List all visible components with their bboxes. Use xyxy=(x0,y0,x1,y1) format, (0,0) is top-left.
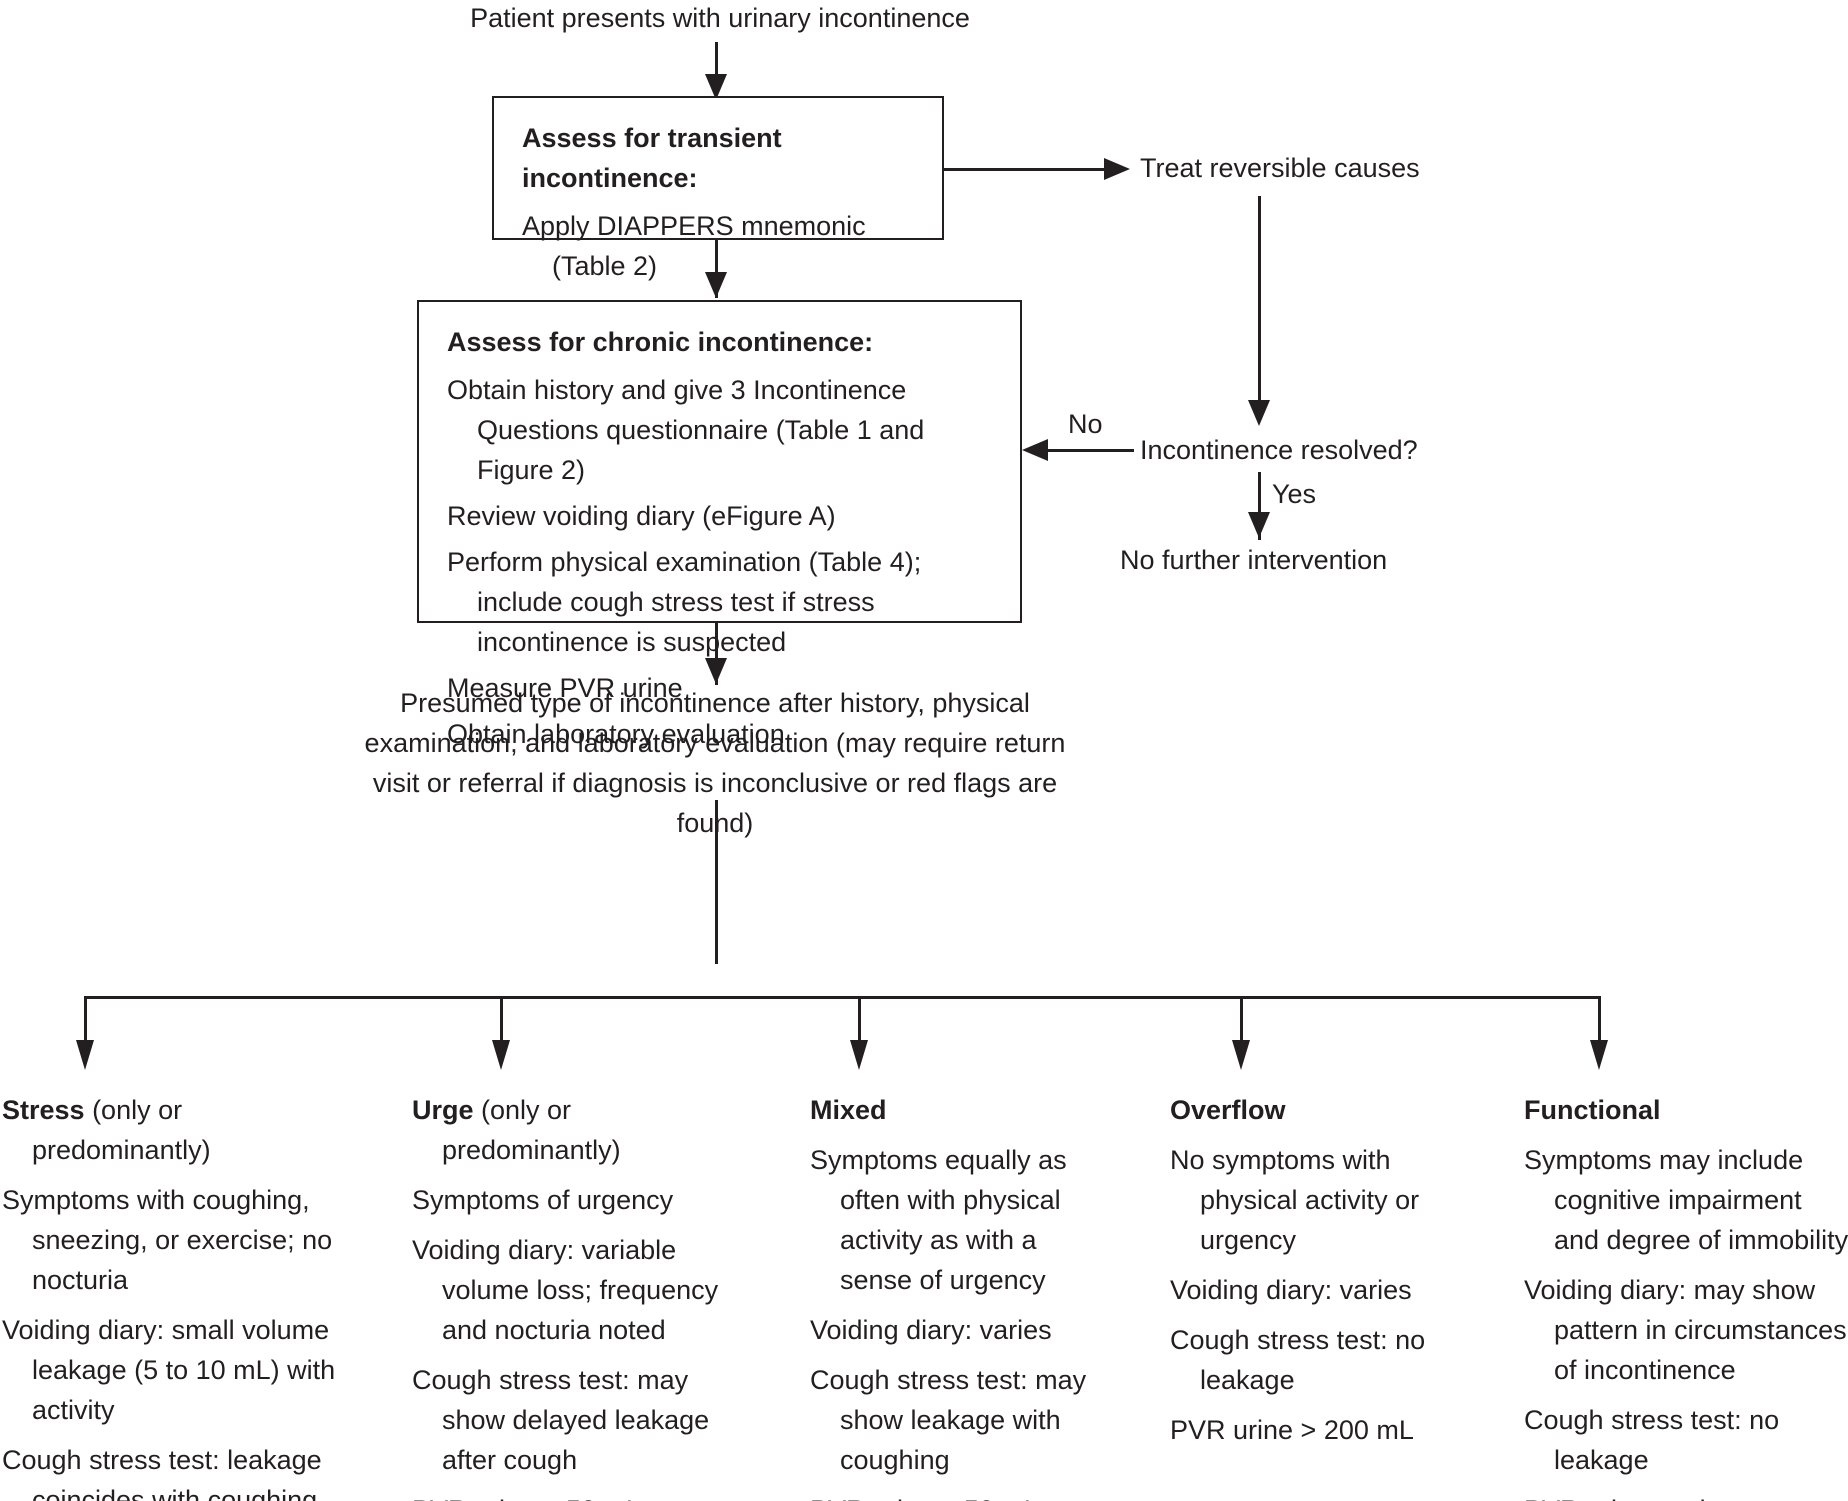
arrowhead-treat-to-resolved xyxy=(1248,400,1270,426)
arrowhead-branch-overflow xyxy=(1232,1040,1250,1070)
outcome-mixed-item-3: Cough stress test: may show leakage with… xyxy=(810,1365,1087,1475)
outcome-column-mixed: Mixed Symptoms equally as often with phy… xyxy=(810,1090,1100,1501)
connector-resolved-yes-to-nofurther xyxy=(1258,472,1261,540)
no-branch-label: No xyxy=(1068,409,1103,439)
connector-resolved-no-to-chronic xyxy=(1046,449,1134,452)
arrowhead-branch-mixed xyxy=(850,1040,868,1070)
no-further-intervention-label: No further intervention xyxy=(1120,545,1388,575)
transient-box-line-1: Apply DIAPPERS mnemonic (Table 2) xyxy=(522,211,866,281)
outcome-stress-name: Stress xyxy=(2,1095,85,1125)
outcome-overflow-item-1: No symptoms with physical activity or ur… xyxy=(1170,1145,1420,1255)
outcome-column-functional: Functional Symptoms may include cognitiv… xyxy=(1524,1090,1848,1501)
outcome-urge-item-1: Symptoms of urgency xyxy=(412,1185,674,1215)
outcome-urge-qualifier: (only or predominantly) xyxy=(442,1095,621,1165)
chronic-box-line-3: Perform physical examination (Table 4); … xyxy=(447,547,922,657)
outcome-functional-item-3: Cough stress test: no leakage xyxy=(1524,1405,1780,1475)
outcome-mixed-name: Mixed xyxy=(810,1095,887,1125)
outcome-functional-item-1: Symptoms may include cognitive impairmen… xyxy=(1524,1145,1848,1255)
chronic-box-line-2: Review voiding diary (eFigure A) xyxy=(447,501,836,531)
connector-chronic-to-presumed xyxy=(715,623,718,685)
arrowhead-chronic-to-presumed xyxy=(705,658,727,684)
assess-chronic-incontinence-box: Assess for chronic incontinence: Obtain … xyxy=(417,300,1022,749)
arrowhead-branch-functional xyxy=(1590,1040,1608,1070)
outcome-stress-item-3: Cough stress test: leakage coincides wit… xyxy=(2,1445,322,1501)
chronic-box-heading: Assess for chronic incontinence: xyxy=(447,327,874,357)
outcome-column-overflow: Overflow No symptoms with physical activ… xyxy=(1170,1090,1465,1460)
branch-leg-stress xyxy=(84,996,87,1058)
outcome-column-urge: Urge (only or predominantly) Symptoms of… xyxy=(412,1090,752,1501)
outcome-column-stress: Stress (only or predominantly) Symptoms … xyxy=(2,1090,347,1501)
yes-branch-label: Yes xyxy=(1272,479,1317,509)
outcome-stress-heading: Stress (only or predominantly) xyxy=(2,1090,347,1170)
arrowhead-branch-stress xyxy=(76,1040,94,1070)
arrowhead-transient-to-chronic xyxy=(705,272,727,298)
arrowhead-transient-to-treat xyxy=(1104,158,1130,180)
arrowhead-branch-urge xyxy=(492,1040,510,1070)
connector-transient-to-treat xyxy=(944,168,1106,171)
outcome-functional-name: Functional xyxy=(1524,1095,1661,1125)
transient-box-heading: Assess for transient incontinence: xyxy=(522,123,782,193)
assess-transient-incontinence-box: Assess for transient incontinence: Apply… xyxy=(492,96,944,327)
outcome-overflow-item-3: Cough stress test: no leakage xyxy=(1170,1325,1426,1395)
arrowhead-resolved-yes xyxy=(1248,512,1270,538)
treat-reversible-causes-label: Treat reversible causes xyxy=(1140,153,1420,183)
outcome-overflow-item-4: PVR urine > 200 mL xyxy=(1170,1415,1414,1445)
outcome-urge-item-2: Voiding diary: variable volume loss; fre… xyxy=(412,1235,719,1345)
chronic-box-line-5: Obtain laboratory evaluation xyxy=(447,719,785,749)
outcome-mixed-item-1: Symptoms equally as often with physical … xyxy=(810,1145,1067,1295)
outcome-functional-item-4: PVR urine: varies xyxy=(1524,1490,1848,1501)
connector-treat-to-resolved xyxy=(1258,196,1261,416)
outcome-urge-name: Urge xyxy=(412,1095,474,1125)
outcome-urge-heading: Urge (only or predominantly) xyxy=(412,1090,752,1170)
branch-leg-functional xyxy=(1598,996,1601,1058)
branch-distributor-bar xyxy=(84,996,1601,999)
outcome-stress-qualifier: (only or predominantly) xyxy=(32,1095,211,1165)
connector-presumed-to-distributor xyxy=(715,800,718,964)
outcome-urge-item-4: PVR urine < 50 mL xyxy=(412,1490,752,1501)
outcome-stress-item-2: Voiding diary: small volume leakage (5 t… xyxy=(2,1315,336,1425)
outcome-mixed-item-4: PVR urine < 50 mL xyxy=(810,1490,1100,1501)
arrowhead-resolved-no-to-chronic xyxy=(1022,439,1048,461)
connector-entry-to-transient xyxy=(715,42,718,94)
branch-leg-mixed xyxy=(858,996,861,1058)
arrowhead-entry-to-transient xyxy=(705,74,727,100)
branch-leg-urge xyxy=(500,996,503,1058)
presumed-type-label: Presumed type of incontinence after hist… xyxy=(364,688,1066,838)
outcome-functional-heading: Functional xyxy=(1524,1090,1848,1130)
incontinence-resolved-question: Incontinence resolved? xyxy=(1140,435,1418,465)
outcome-overflow-name: Overflow xyxy=(1170,1095,1286,1125)
outcome-urge-item-3: Cough stress test: may show delayed leak… xyxy=(412,1365,710,1475)
outcome-mixed-item-2: Voiding diary: varies xyxy=(810,1315,1052,1345)
chronic-box-line-1: Obtain history and give 3 Incontinence Q… xyxy=(447,375,925,485)
outcome-overflow-item-2: Voiding diary: varies xyxy=(1170,1275,1412,1305)
connector-transient-to-chronic xyxy=(715,240,718,298)
outcome-mixed-heading: Mixed xyxy=(810,1090,1100,1130)
outcome-overflow-heading: Overflow xyxy=(1170,1090,1465,1130)
branch-leg-overflow xyxy=(1240,996,1243,1058)
entry-node-label: Patient presents with urinary incontinen… xyxy=(470,3,970,33)
outcome-stress-item-1: Symptoms with coughing, sneezing, or exe… xyxy=(2,1185,333,1295)
chronic-box-line-4: Measure PVR urine xyxy=(447,673,683,703)
outcome-functional-item-2: Voiding diary: may show pattern in circu… xyxy=(1524,1275,1847,1385)
